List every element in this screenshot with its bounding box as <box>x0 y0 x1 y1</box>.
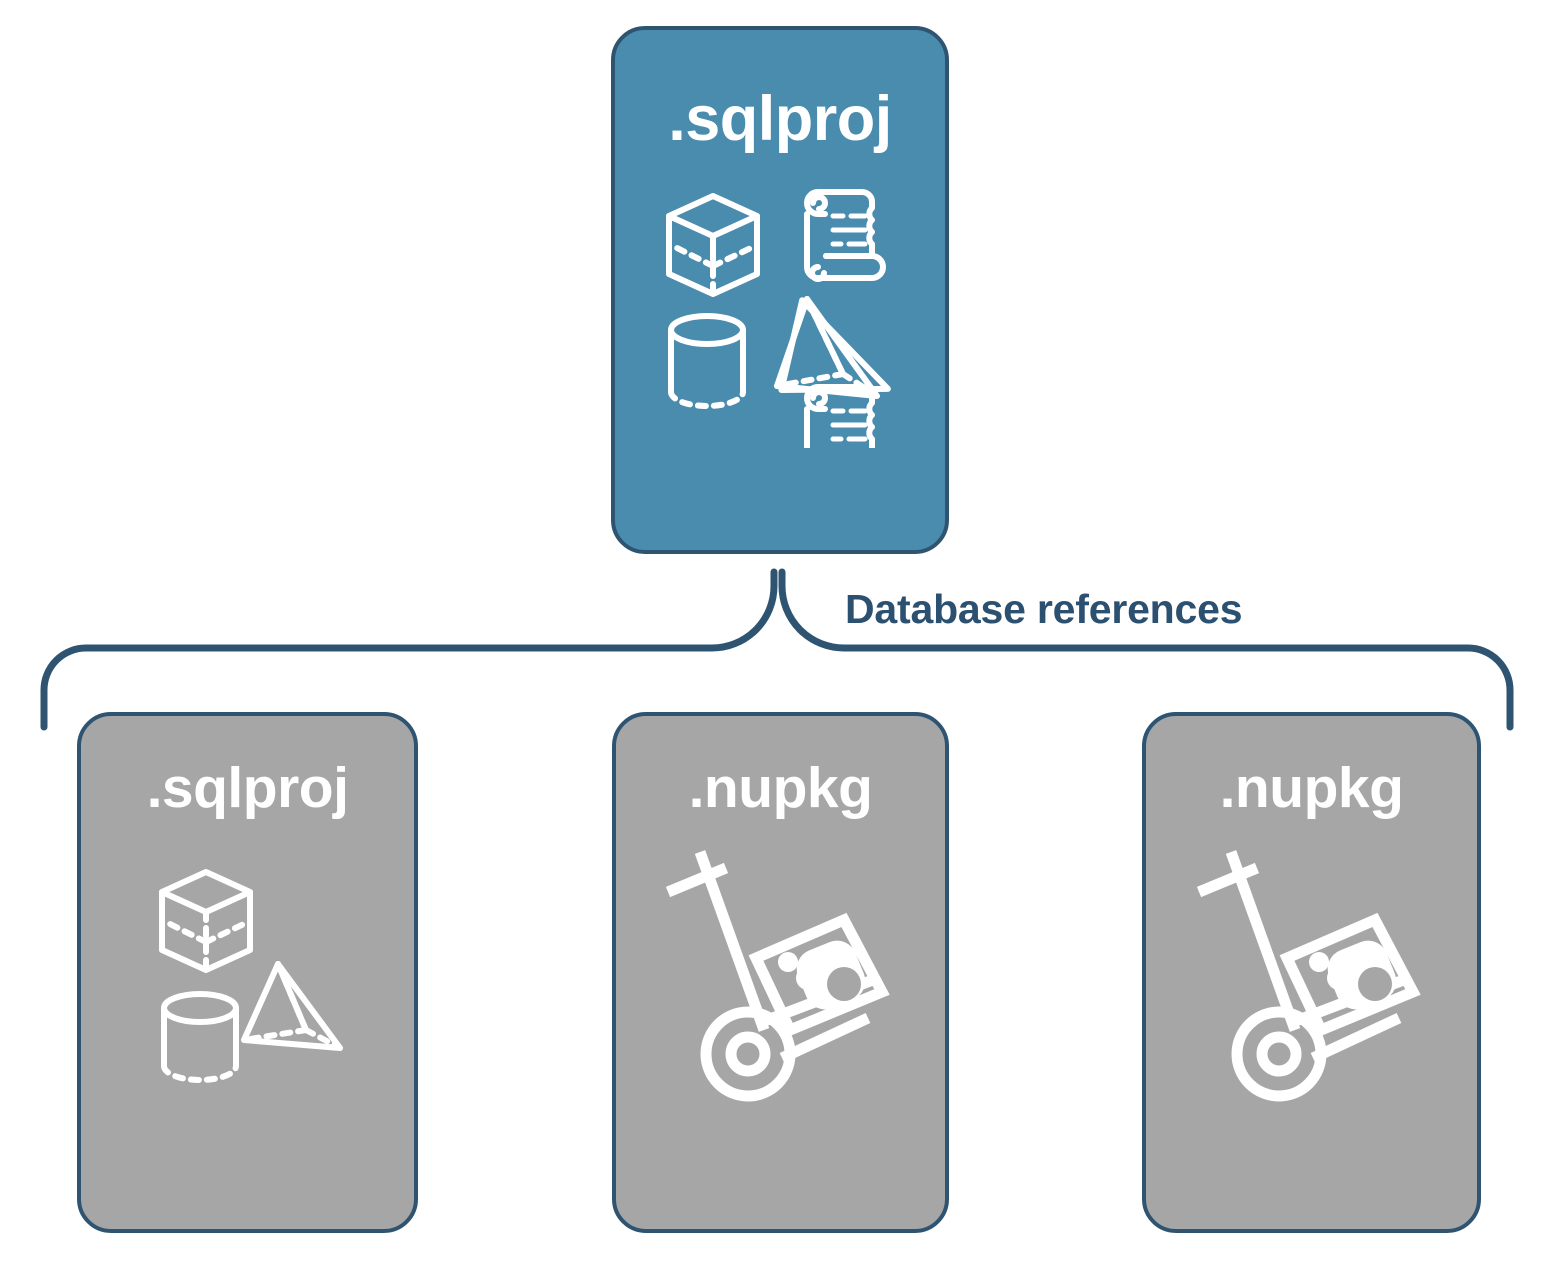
cube-icon <box>158 869 253 973</box>
node-ref-nupkg-2-artwork <box>1183 842 1441 1109</box>
hand-truck-package-icon <box>665 850 890 1102</box>
node-ref-nupkg-1-artwork <box>652 842 910 1109</box>
cylinder-icon <box>668 313 746 409</box>
database-references-label: Database references <box>845 586 1243 632</box>
node-root-sqlproj-label: .sqlproj <box>668 84 892 154</box>
cylinder-icon <box>160 991 239 1083</box>
scroll-icon <box>804 189 886 282</box>
node-ref-nupkg-1-label: .nupkg <box>688 756 873 820</box>
hand-truck-package-icon <box>1196 850 1421 1102</box>
node-ref-sqlproj[interactable]: .sqlproj <box>77 712 418 1233</box>
node-ref-sqlproj-artwork <box>148 854 348 1099</box>
node-ref-nupkg-2-label: .nupkg <box>1219 756 1404 820</box>
node-root-sqlproj[interactable]: .sqlproj <box>611 26 949 554</box>
node-root-sqlproj-artwork <box>655 178 905 477</box>
pyramid-icon <box>240 961 343 1051</box>
cube-icon <box>666 193 760 297</box>
node-ref-sqlproj-label: .sqlproj <box>146 756 349 820</box>
node-ref-nupkg-2[interactable]: .nupkg <box>1142 712 1481 1233</box>
scroll-icon <box>804 384 886 477</box>
node-ref-nupkg-1[interactable]: .nupkg <box>612 712 949 1233</box>
pyramid-icon <box>774 296 891 399</box>
